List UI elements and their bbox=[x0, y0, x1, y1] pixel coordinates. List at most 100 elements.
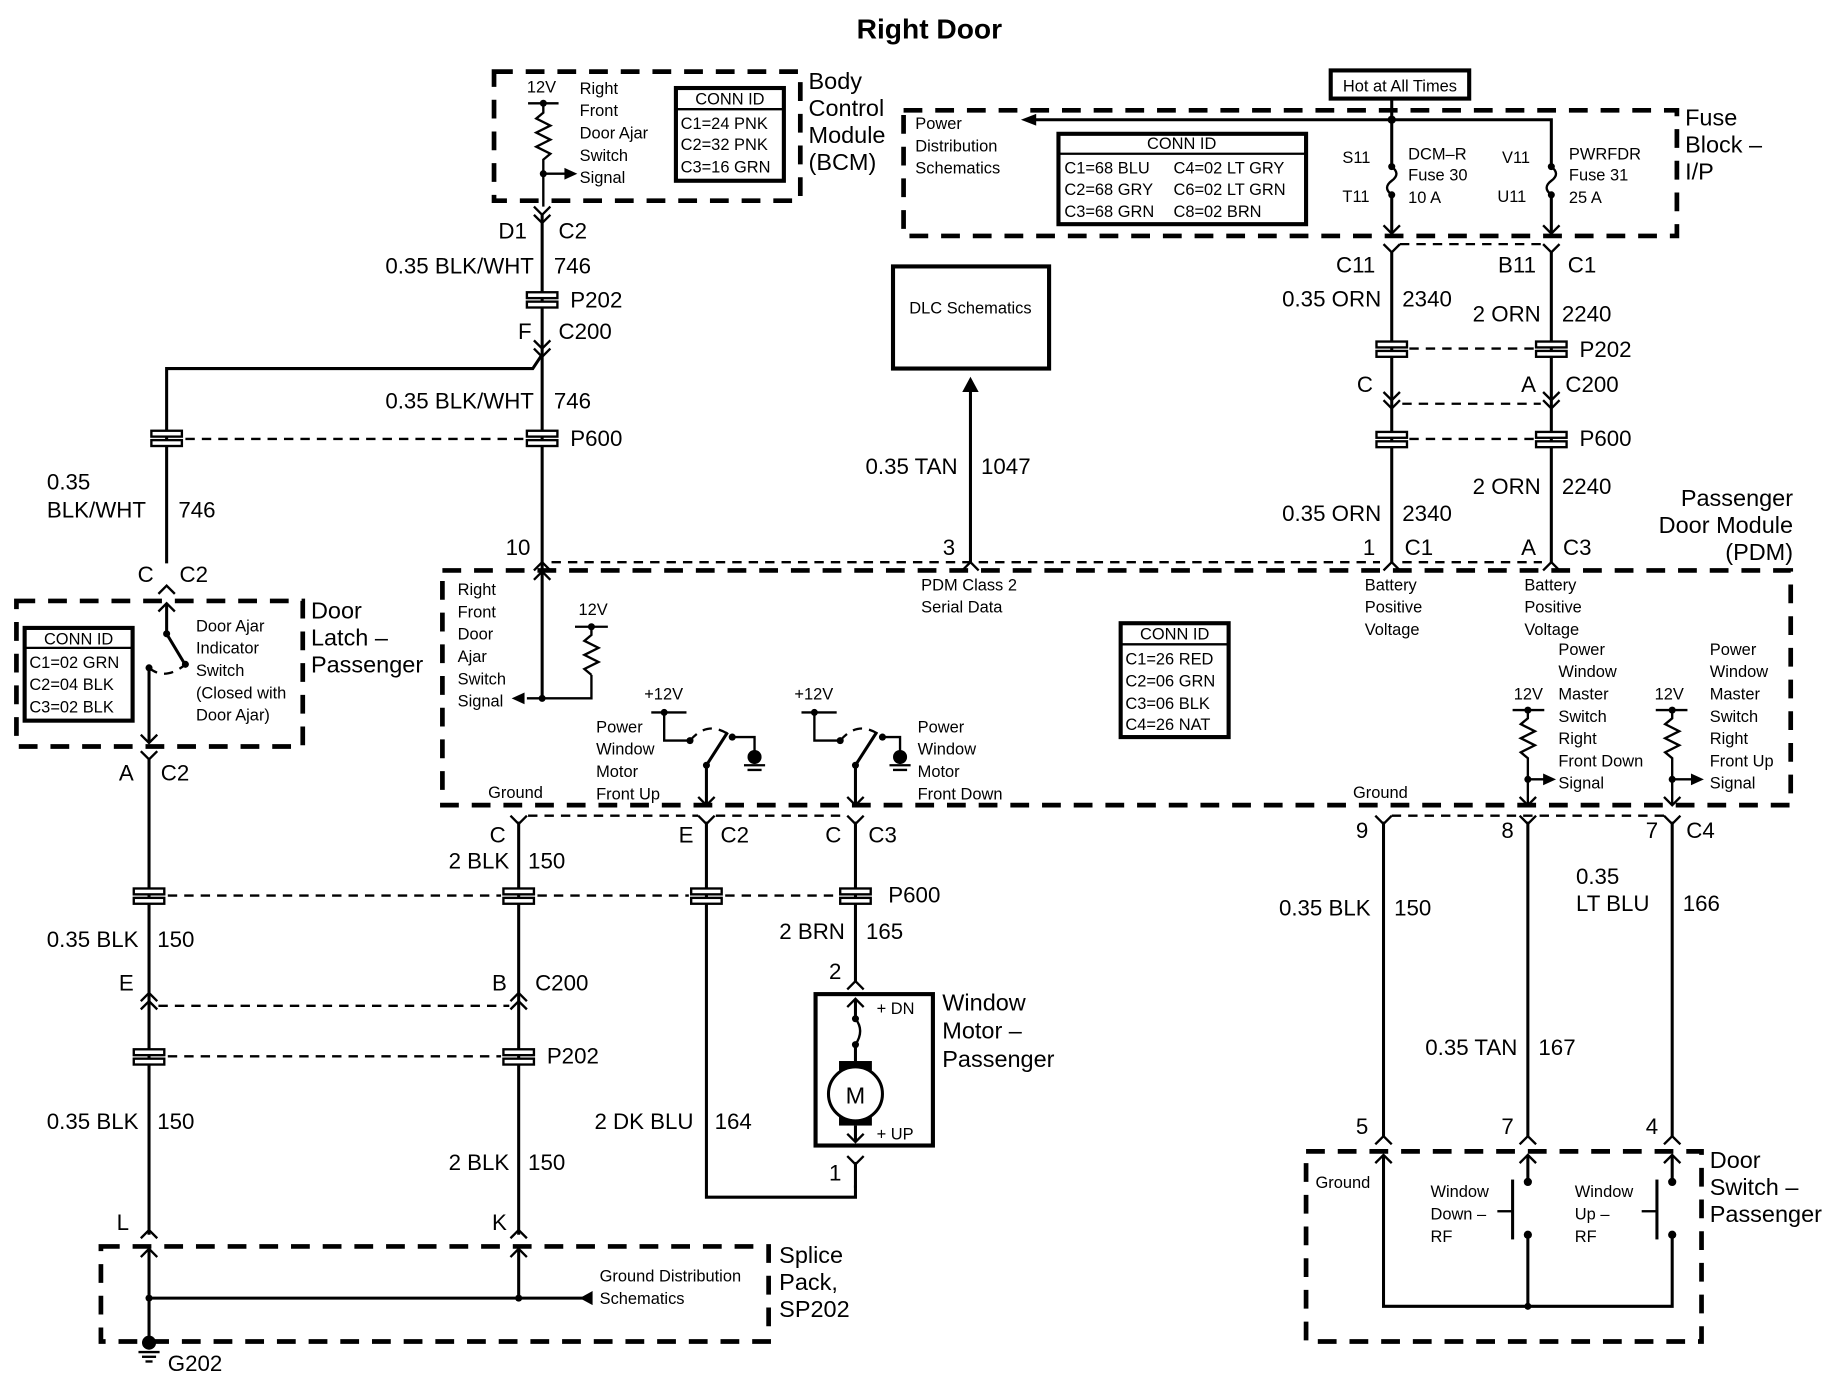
pin-label: 9 bbox=[1356, 818, 1368, 843]
splice-label-1: Splice bbox=[779, 1242, 843, 1268]
p202-label: P202 bbox=[1579, 337, 1631, 362]
pin-label: 4 bbox=[1646, 1114, 1658, 1139]
wire-circuit: 167 bbox=[1538, 1035, 1575, 1060]
conn-label: C3 bbox=[1563, 535, 1591, 560]
relay-switch-icon bbox=[801, 708, 911, 807]
wire-166[interactable]: 7 C4 0.35 LT BLU 166 4 bbox=[1576, 814, 1720, 1146]
pin-label: C bbox=[138, 562, 154, 587]
fuse-label: 25 A bbox=[1569, 189, 1602, 207]
wire-167[interactable]: 8 0.35 TAN 167 7 bbox=[1425, 814, 1576, 1146]
hot-at-all-times-label: Hot at All Times bbox=[1343, 78, 1457, 96]
conn-id-row: C6=02 LT GRN bbox=[1173, 181, 1285, 199]
master-up-label: Switch bbox=[1710, 708, 1758, 726]
motor-label-2: Motor – bbox=[942, 1018, 1023, 1044]
fuse-block-label-2: Block – bbox=[1685, 132, 1763, 158]
splice-connector-icon bbox=[132, 1048, 166, 1066]
pin-label: 8 bbox=[1501, 818, 1513, 843]
p202-label: P202 bbox=[570, 288, 622, 313]
splice-connector-icon bbox=[502, 1048, 536, 1066]
motor-down-label: Motor bbox=[918, 763, 961, 781]
wire-746[interactable]: D1 C2 0.35 BLK/WHT 746 P202 F C200 0.35 … bbox=[47, 205, 622, 595]
pin-label: C bbox=[490, 823, 506, 848]
window-up-switch-icon[interactable] bbox=[1641, 1153, 1682, 1240]
bcm-module: Body Control Module (BCM) 12V Right Fron… bbox=[491, 68, 886, 207]
wire-gauge: 2 BLK bbox=[449, 1150, 510, 1175]
splice-connector-icon bbox=[502, 887, 536, 905]
pdm-12v: 12V bbox=[1514, 686, 1543, 704]
arrow-right-icon bbox=[1690, 773, 1704, 786]
pdm-label-3: (PDM) bbox=[1725, 539, 1793, 565]
wire-circuit: 2240 bbox=[1562, 474, 1612, 499]
fuse-label: Fuse 30 bbox=[1408, 167, 1467, 185]
wire-gauge: 2 DK BLU bbox=[594, 1109, 693, 1134]
conn-label: C2 bbox=[721, 823, 749, 848]
master-up-label: Right bbox=[1710, 730, 1749, 748]
p600-label: P600 bbox=[888, 883, 940, 908]
pdm-ajar-label: Front bbox=[458, 603, 497, 621]
bcm-sig-2: Front bbox=[580, 102, 619, 120]
pin-label: B11 bbox=[1498, 252, 1536, 277]
bcm-sig-5: Signal bbox=[580, 169, 626, 187]
wire-165[interactable]: C C3 P600 2 BRN 165 2 bbox=[715, 814, 941, 991]
wire-gauge: 0.35 BLK bbox=[1279, 895, 1371, 920]
dlc-box[interactable]: DLC Schematics bbox=[890, 264, 1052, 371]
pin-label: B bbox=[492, 971, 507, 996]
pdm-12v: 12V bbox=[1655, 686, 1684, 704]
fuse-icon[interactable] bbox=[1542, 163, 1561, 236]
master-down-label: Right bbox=[1558, 730, 1597, 748]
wire-1047[interactable]: 0.35 TAN 1047 3 bbox=[865, 376, 1031, 572]
battery-label: Voltage bbox=[1524, 621, 1579, 639]
wire-150-right[interactable]: 9 0.35 BLK 150 5 bbox=[1279, 814, 1431, 1146]
conn-id-row: C1=68 BLU bbox=[1064, 160, 1149, 178]
bcm-label-1: Body bbox=[809, 68, 863, 94]
splice-connector-icon bbox=[690, 887, 723, 905]
wire-circuit: 150 bbox=[1394, 895, 1431, 920]
pin-label: 1 bbox=[1363, 535, 1375, 560]
pdm-conn-id-table: CONN ID C1=26 RED C2=06 GRN C3=06 BLK C4… bbox=[1118, 621, 1231, 740]
splice-label-2: Pack, bbox=[779, 1269, 838, 1295]
window-down-switch-icon[interactable] bbox=[1497, 1153, 1537, 1307]
pdm-label-2: Door Module bbox=[1659, 512, 1793, 538]
conn-id-row: C3=06 BLK bbox=[1125, 695, 1209, 713]
wire-164[interactable]: E C2 2 DK BLU 164 bbox=[167, 814, 857, 1199]
wire-150-pdm[interactable]: C 2 BLK 150 B C200 P202 2 BLK 150 K bbox=[158, 814, 599, 1240]
latch-conn-id-table: CONN ID C1=02 GRN C2=04 BLK C3=02 BLK bbox=[22, 625, 135, 723]
fuse-label: Fuse 31 bbox=[1569, 167, 1628, 185]
door-switch-module: Door Switch – Passenger Ground Window Do… bbox=[1303, 1147, 1822, 1344]
motor-label-3: Passenger bbox=[942, 1046, 1054, 1072]
motor-label-1: Window bbox=[942, 990, 1026, 1016]
conn-label: C4 bbox=[1686, 818, 1714, 843]
arrow-left-icon bbox=[511, 692, 525, 705]
pdm-label-1: Passenger bbox=[1681, 485, 1793, 511]
fuse-icon[interactable] bbox=[1382, 119, 1401, 236]
pdm-ajar-label: Signal bbox=[458, 693, 504, 711]
splice-pack: Splice Pack, SP202 Ground Distribution S… bbox=[98, 1242, 850, 1376]
battery-label: Battery bbox=[1524, 576, 1577, 594]
pdm-12v: 12V bbox=[579, 601, 608, 619]
conn-id-row: C4=02 LT GRY bbox=[1173, 160, 1284, 178]
conn-label: C200 bbox=[1565, 372, 1618, 397]
wire-circuit: 150 bbox=[528, 849, 565, 874]
wire-circuit: 2340 bbox=[1402, 286, 1452, 311]
wire-gauge: 2 ORN bbox=[1473, 474, 1541, 499]
ground-label: Ground bbox=[488, 784, 543, 802]
bcm-label-3: Module bbox=[809, 122, 886, 148]
resistor-icon bbox=[581, 626, 602, 676]
pdm-module: Passenger Door Module (PDM) Right Front … bbox=[440, 485, 1793, 808]
conn-id-header: CONN ID bbox=[1140, 626, 1209, 644]
pin-label: 10 bbox=[506, 535, 531, 560]
ground-icon bbox=[138, 1335, 160, 1363]
fuse-label: PWRFDR bbox=[1569, 146, 1641, 164]
motor-icon: M bbox=[826, 1061, 884, 1126]
wire-2240[interactable]: B11 C1 2 ORN 2240 P202 A C200 P600 2 ORN… bbox=[1402, 243, 1632, 572]
switch-label: Door Ajar bbox=[196, 617, 265, 635]
bcm-sig-1: Right bbox=[580, 80, 619, 98]
bcm-12v: 12V bbox=[527, 79, 556, 97]
switch-down-label: Down – bbox=[1430, 1205, 1487, 1223]
wire-150-latch[interactable]: A C2 0.35 BLK 150 E 0.35 BLK 150 L bbox=[47, 750, 195, 1240]
latch-label-1: Door bbox=[311, 598, 362, 624]
pin-label: E bbox=[679, 823, 694, 848]
switch-label: Switch bbox=[196, 662, 244, 680]
master-up-label: Front Up bbox=[1710, 752, 1774, 770]
wire-2340[interactable]: C11 0.35 ORN 2340 C 0.35 ORN 2340 1 C1 bbox=[1282, 242, 1544, 572]
